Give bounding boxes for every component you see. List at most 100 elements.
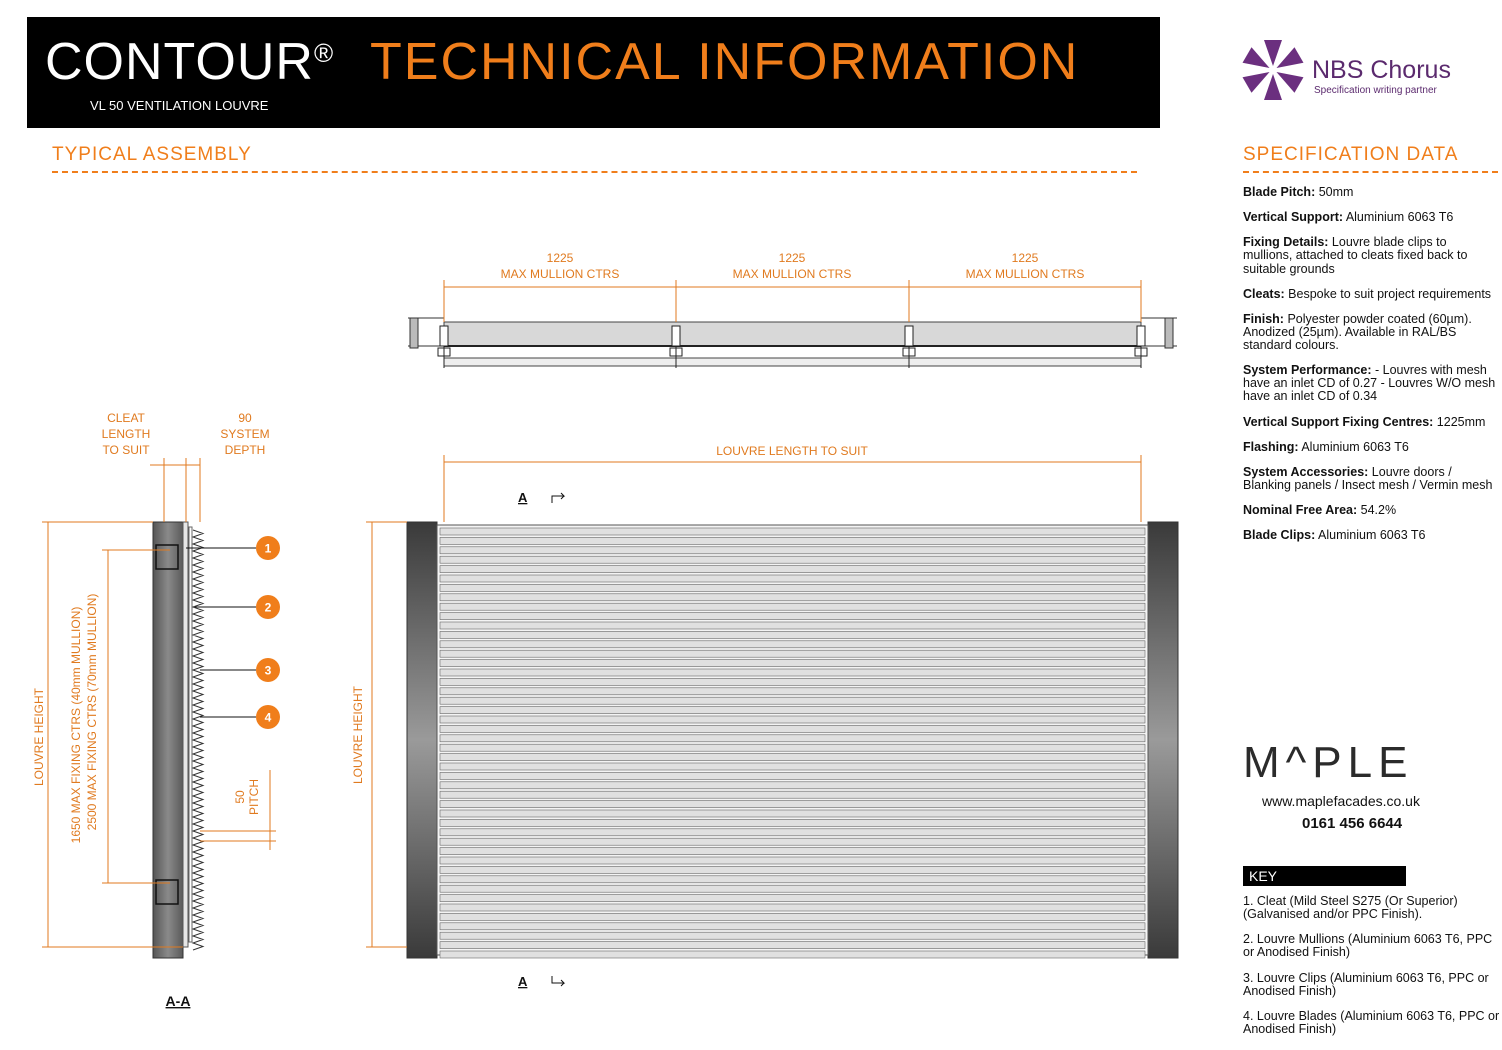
section-dimensions (42, 458, 276, 948)
louvre-blade (439, 668, 1146, 677)
section-typical-assembly: TYPICAL ASSEMBLY (52, 144, 252, 165)
louvre-blade (439, 931, 1146, 940)
spec-value: Louvre doors / Blanking panels / Insect … (1243, 464, 1493, 492)
dim-text: 50 (233, 790, 247, 804)
louvre-blade (439, 800, 1146, 808)
plan-view (408, 317, 1177, 367)
section-mark-label: A (518, 974, 528, 989)
dim-text: SYSTEM (220, 427, 269, 441)
spec-label: Finish: (1243, 311, 1284, 326)
plan-bracket (904, 325, 914, 347)
mullion-dim-label: MAX MULLION CTRS (501, 267, 620, 281)
louvre-blade (439, 537, 1146, 545)
nbs-flower-logo-icon (1242, 40, 1304, 100)
plan-bracket (671, 325, 681, 347)
louvre-blade (439, 555, 1146, 564)
spec-value: 50mm (1315, 185, 1354, 199)
louvre-blade (439, 706, 1146, 714)
louvre-blade (439, 903, 1146, 912)
spec-item: Fixing Details: Louvre blade clips to mu… (1243, 236, 1498, 275)
dim-text: DEPTH (225, 443, 266, 457)
louvre-blade (439, 696, 1146, 705)
louvre-blade (439, 884, 1146, 893)
louvre-blade (439, 866, 1146, 874)
spec-value: Louvre blade clips to mullions, attached… (1243, 235, 1468, 276)
louvre-blade (439, 565, 1146, 573)
louvre-blades (439, 527, 1146, 959)
mullion-dimension-line (443, 280, 1142, 322)
maple-logo: M^PLE (1243, 738, 1414, 787)
key-item: 4. Louvre Blades (Aluminium 6063 T6, PPC… (1243, 1008, 1500, 1036)
section-blades (191, 529, 205, 951)
louvre-blade (439, 743, 1146, 752)
section-divider (1243, 171, 1498, 173)
key-item: 2. Louvre Mullions (Aluminium 6063 T6, P… (1243, 932, 1493, 960)
nbs-tagline: Specification writing partner (1314, 85, 1437, 96)
spec-item: System Performance: - Louvres with mesh … (1243, 364, 1498, 403)
callout-number: 3 (265, 664, 272, 678)
mullion-dim-value: 1225 (547, 251, 574, 265)
spec-label: Cleats: (1243, 286, 1285, 301)
plan-bracket (1136, 325, 1146, 347)
section-aa-view (152, 521, 205, 959)
louvre-height-label-section: LOUVRE HEIGHT (32, 687, 46, 786)
spec-label: Fixing Details: (1243, 235, 1329, 250)
spec-label: System Performance: (1243, 363, 1372, 378)
spec-item: Blade Pitch: 50mm (1243, 185, 1498, 199)
callout-1: 1 (186, 536, 280, 560)
louvre-blade (439, 640, 1146, 649)
louvre-blade (439, 941, 1146, 949)
website-url[interactable]: www.maplefacades.co.uk (1262, 793, 1420, 809)
louvre-blade (439, 631, 1146, 639)
callout-4: 4 (200, 705, 280, 729)
louvre-blade (439, 584, 1146, 592)
spec-item: System Accessories: Louvre doors / Blank… (1243, 464, 1498, 492)
dim-text: LENGTH (102, 427, 151, 441)
louvre-blade (439, 574, 1146, 583)
spec-label: System Accessories: (1243, 464, 1369, 479)
louvre-blade (439, 950, 1146, 959)
section-divider (52, 171, 1137, 173)
louvre-blade (439, 602, 1146, 611)
spec-label: Flashing: (1243, 439, 1299, 454)
spec-item: Vertical Support: Aluminium 6063 T6 (1243, 211, 1498, 224)
louvre-blade (439, 809, 1146, 818)
louvre-blade (439, 612, 1146, 620)
title-banner (27, 17, 1160, 128)
spec-label: Blade Pitch: (1243, 185, 1316, 199)
louvre-blade (439, 762, 1146, 771)
mullion-dim-value: 1225 (1012, 251, 1039, 265)
dim-text: PITCH (247, 779, 261, 815)
callout-number: 4 (265, 711, 272, 725)
spec-item: Flashing: Aluminium 6063 T6 (1243, 439, 1498, 454)
section-specification-data: SPECIFICATION DATA (1243, 144, 1459, 165)
section-blade-profile (191, 529, 205, 951)
louvre-blade (439, 913, 1146, 921)
mullion-dim-label: MAX MULLION CTRS (733, 267, 852, 281)
spec-label: Blade Clips: (1243, 528, 1316, 543)
spec-value: 54.2% (1357, 503, 1397, 517)
louvre-blade (439, 828, 1146, 837)
spec-value: Polyester powder coated (60µm). Anodized… (1243, 311, 1472, 352)
mullion-dim-value: 1225 (779, 251, 806, 265)
section-aa-label: A-A (166, 993, 191, 1009)
louvre-blade (439, 678, 1146, 686)
nbs-name: NBS Chorus (1312, 56, 1451, 84)
key-item: 3. Louvre Clips (Aluminium 6063 T6, PPC … (1243, 970, 1489, 998)
fixing-centres-40: 1650 MAX FIXING CTRS (40mm MULLION) (69, 607, 83, 844)
dim-text: 90 (238, 411, 252, 425)
louvre-blade (439, 837, 1146, 846)
fixing-centres-70: 2500 MAX FIXING CTRS (70mm MULLION) (85, 594, 99, 831)
page-title: TECHNICAL INFORMATION (370, 33, 1080, 91)
spec-item: Finish: Polyester powder coated (60µm). … (1243, 311, 1498, 352)
phone-number: 0161 456 6644 (1302, 815, 1403, 832)
louvre-blade (439, 725, 1146, 733)
louvre-blade (439, 781, 1146, 790)
spec-value: Bespoke to suit project requirements (1284, 286, 1492, 301)
brand-title: CONTOUR® (45, 33, 335, 91)
